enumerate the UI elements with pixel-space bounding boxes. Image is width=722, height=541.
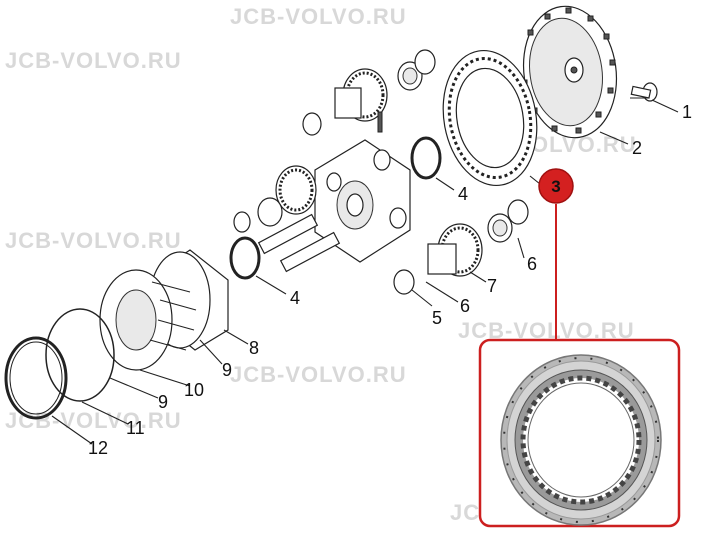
callout-9: 9: [222, 360, 232, 380]
ring-gear-photo: [500, 354, 662, 526]
callout-11: 11: [126, 418, 145, 438]
watermark: JCB-VOLVO.RU: [5, 228, 182, 253]
callout-5: 5: [432, 308, 442, 328]
callout-12: 12: [88, 438, 108, 458]
watermark: JCB-VOLVO.RU: [5, 48, 182, 73]
seal-part: [4, 308, 115, 420]
callout-2: 2: [632, 138, 642, 158]
planet-gear-bottom: [393, 199, 529, 295]
callout-10: 10: [184, 380, 204, 400]
callout-7: 7: [487, 276, 497, 296]
watermark: JCB-VOLVO.RU: [230, 4, 407, 29]
leader-lines: [51, 99, 679, 445]
callout-9: 9: [158, 392, 168, 412]
snap-ring-part: [229, 136, 442, 280]
callout-3: 3: [551, 177, 560, 196]
planet-gear-left: [233, 165, 341, 273]
highlight-callout: 3: [538, 168, 574, 340]
callout-8: 8: [249, 338, 259, 358]
callout-4: 4: [458, 184, 468, 204]
spindle-flange-part: [99, 269, 197, 371]
watermark: JCB-VOLVO.RU: [5, 408, 182, 433]
watermark: JCB-VOLVO.RU: [230, 362, 407, 387]
callout-3-marker: [538, 168, 574, 204]
callout-6: 6: [527, 254, 537, 274]
detail-inset: [478, 338, 681, 528]
callout-4: 4: [290, 288, 300, 308]
callout-1: 1: [682, 102, 692, 122]
bolt-part: [630, 82, 658, 102]
callout-6: 6: [460, 296, 470, 316]
hub-cover-part: [521, 5, 618, 139]
ring-gear-part: [442, 49, 538, 187]
planet-gear-top: [302, 49, 436, 136]
callout-labels: 1 2 4 6 4 7 5 6 8 9 10 9 11 12: [88, 102, 692, 458]
planet-carrier-part: [314, 139, 411, 263]
